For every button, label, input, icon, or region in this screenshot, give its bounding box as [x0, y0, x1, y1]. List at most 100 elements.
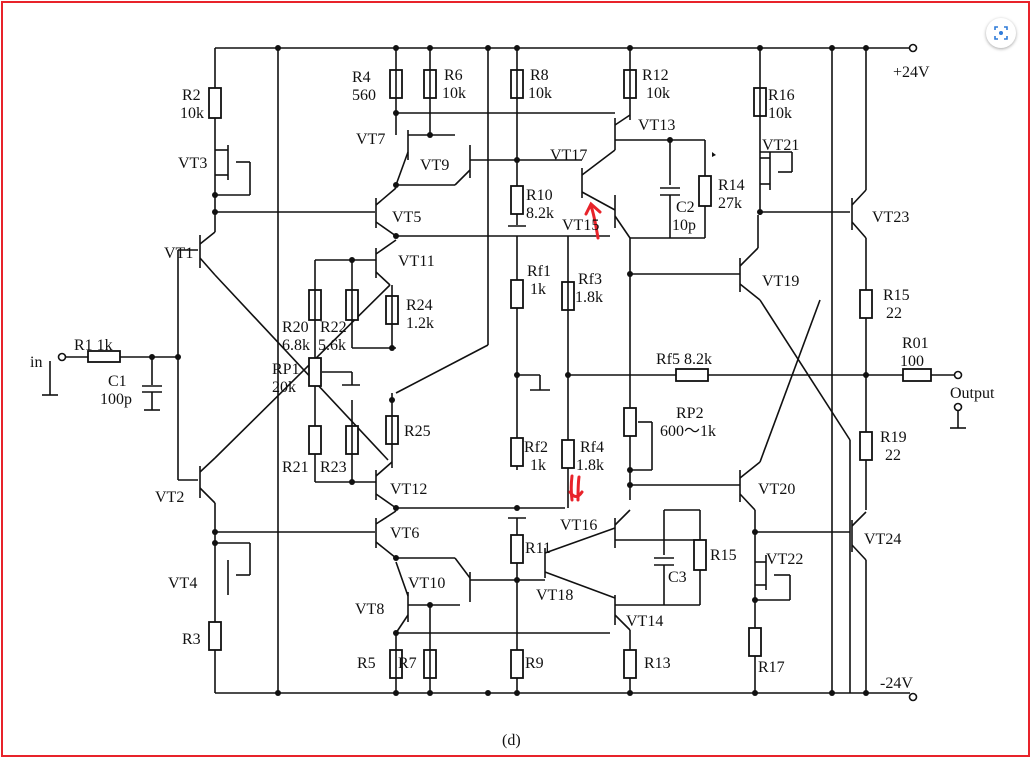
label-r16-value: 10k [768, 105, 792, 122]
label-vt4: VT4 [168, 575, 197, 592]
label-c1-value: 100p [100, 391, 132, 408]
label-vt22: VT22 [766, 551, 803, 568]
label-r8: R8 [530, 67, 549, 84]
output-stage [739, 48, 966, 693]
label-r25: R25 [404, 423, 431, 440]
label-vt19: VT19 [762, 273, 799, 290]
label-rf4: Rf4 [580, 439, 604, 456]
label-vt24: VT24 [864, 531, 901, 548]
driver-stage [544, 48, 740, 693]
label-vt17: VT17 [550, 147, 587, 164]
label-r21: R21 [282, 459, 309, 476]
label-vt12: VT12 [390, 481, 427, 498]
pos-rail-terminal [908, 43, 918, 53]
label-r15-value: 22 [886, 305, 902, 322]
label-c2: C2 [676, 199, 695, 216]
label-vt18: VT18 [536, 587, 573, 604]
label-r19-value: 22 [885, 447, 901, 464]
label-r4-value: 560 [352, 87, 376, 104]
label-r10-value: 8.2k [526, 205, 554, 222]
label-c1: C1 [108, 373, 127, 390]
label-rf3: Rf3 [578, 271, 602, 288]
label-rp2: RP2 [676, 405, 704, 422]
stray-mark [712, 152, 716, 157]
label-vt11: VT11 [398, 253, 435, 270]
label-r3: R3 [182, 631, 201, 648]
label-vt6: VT6 [390, 525, 419, 542]
label-rf4-value: 1.8k [576, 457, 604, 474]
label-vt8: VT8 [355, 601, 384, 618]
label-r2-value: 10k [180, 105, 204, 122]
label-r14-value: 27k [718, 195, 742, 212]
label-r14: R14 [718, 177, 745, 194]
label-r13: R13 [644, 655, 671, 672]
label-r1: R1 1k [74, 337, 113, 354]
output-label: Output [950, 385, 995, 402]
feedback-network [508, 48, 955, 693]
label-rf2: Rf2 [524, 439, 548, 456]
label-c2-value: 10p [672, 217, 696, 234]
label-rf3-value: 1.8k [575, 289, 603, 306]
input-terminal [57, 352, 67, 362]
input-stage [42, 48, 391, 693]
label-r6-value: 10k [442, 85, 466, 102]
label-vt13: VT13 [638, 117, 675, 134]
label-c3: C3 [668, 569, 687, 586]
label-r01-value: 100 [900, 353, 924, 370]
expand-scan-glyph [994, 26, 1008, 40]
pos-rail-label: +24V [893, 64, 930, 81]
input-label: in [30, 354, 42, 371]
label-vt23: VT23 [872, 209, 909, 226]
label-r5: R5 [357, 655, 376, 672]
red-annotations [568, 152, 716, 502]
label-r24-value: 1.2k [406, 315, 434, 332]
label-r19: R19 [880, 429, 907, 446]
output-terminal [953, 370, 963, 380]
annotation-arrow-vt15 [584, 201, 602, 240]
annotation-mark-vt16 [568, 474, 584, 502]
label-r15a: R15 [710, 547, 737, 564]
label-vt9: VT9 [420, 157, 449, 174]
neg-rail-terminal [908, 692, 918, 702]
label-r17: R17 [758, 659, 785, 676]
label-vt2: VT2 [155, 489, 184, 506]
label-rf5: Rf5 8.2k [656, 351, 712, 368]
label-rp1-value: 20k [272, 379, 296, 396]
label-r4: R4 [352, 69, 371, 86]
expand-scan-icon[interactable] [986, 18, 1016, 48]
label-vt3: VT3 [178, 155, 207, 172]
label-r24: R24 [406, 297, 433, 314]
label-rf1: Rf1 [527, 263, 551, 280]
label-r22: R22 [320, 319, 347, 336]
neg-rail-label: -24V [880, 675, 913, 692]
label-rp2-value: 600～1k [660, 423, 716, 440]
label-r12: R12 [642, 67, 669, 84]
label-vt14: VT14 [626, 613, 663, 630]
figure-caption: (d) [502, 732, 521, 749]
label-rp1: RP1 [272, 361, 300, 378]
label-r23: R23 [320, 459, 347, 476]
label-r8-value: 10k [528, 85, 552, 102]
label-r16: R16 [768, 87, 795, 104]
label-r9: R9 [525, 655, 544, 672]
label-r10: R10 [526, 187, 553, 204]
label-rf1-value: 1k [530, 281, 546, 298]
label-vt5: VT5 [392, 209, 421, 226]
label-r7: R7 [398, 655, 417, 672]
label-vt20: VT20 [758, 481, 795, 498]
label-r2: R2 [182, 87, 201, 104]
label-r11: R11 [525, 540, 551, 557]
label-rf2-value: 1k [530, 457, 546, 474]
label-r6: R6 [444, 67, 463, 84]
label-r12-value: 10k [646, 85, 670, 102]
label-vt16: VT16 [560, 517, 597, 534]
label-vt1: VT1 [164, 245, 193, 262]
vas-stage [308, 48, 615, 693]
label-r01: R01 [902, 335, 929, 352]
labels: in Output +24V -24V (d) R1 1k C1 100p R2… [30, 64, 995, 749]
label-r20-value: 6.8k [282, 337, 310, 354]
label-vt7: VT7 [356, 131, 385, 148]
label-vt15: VT15 [562, 217, 599, 234]
